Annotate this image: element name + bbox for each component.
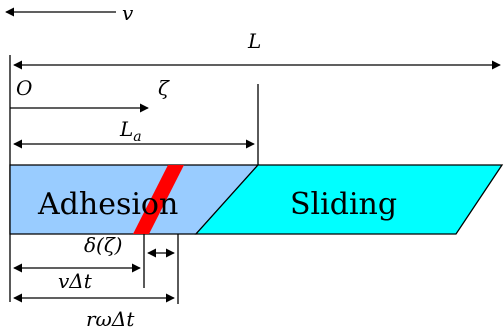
v-dt-label: vΔt xyxy=(58,269,93,293)
length-total-label: L xyxy=(247,29,261,53)
velocity-label: v xyxy=(122,1,134,25)
slip-boundary-band xyxy=(133,165,184,234)
adhesion-length-label: La xyxy=(119,117,142,145)
origin-label: O xyxy=(16,76,32,100)
r-omega-dt-label: rωΔt xyxy=(86,307,135,331)
zeta-label: ζ xyxy=(158,76,170,100)
adhesion-length-subscript: a xyxy=(133,129,141,145)
delta-label: δ(ζ) xyxy=(84,233,123,257)
sliding-region-label: Sliding xyxy=(290,187,397,222)
sliding-region xyxy=(194,164,504,235)
adhesion-region-label: Adhesion xyxy=(37,187,178,222)
